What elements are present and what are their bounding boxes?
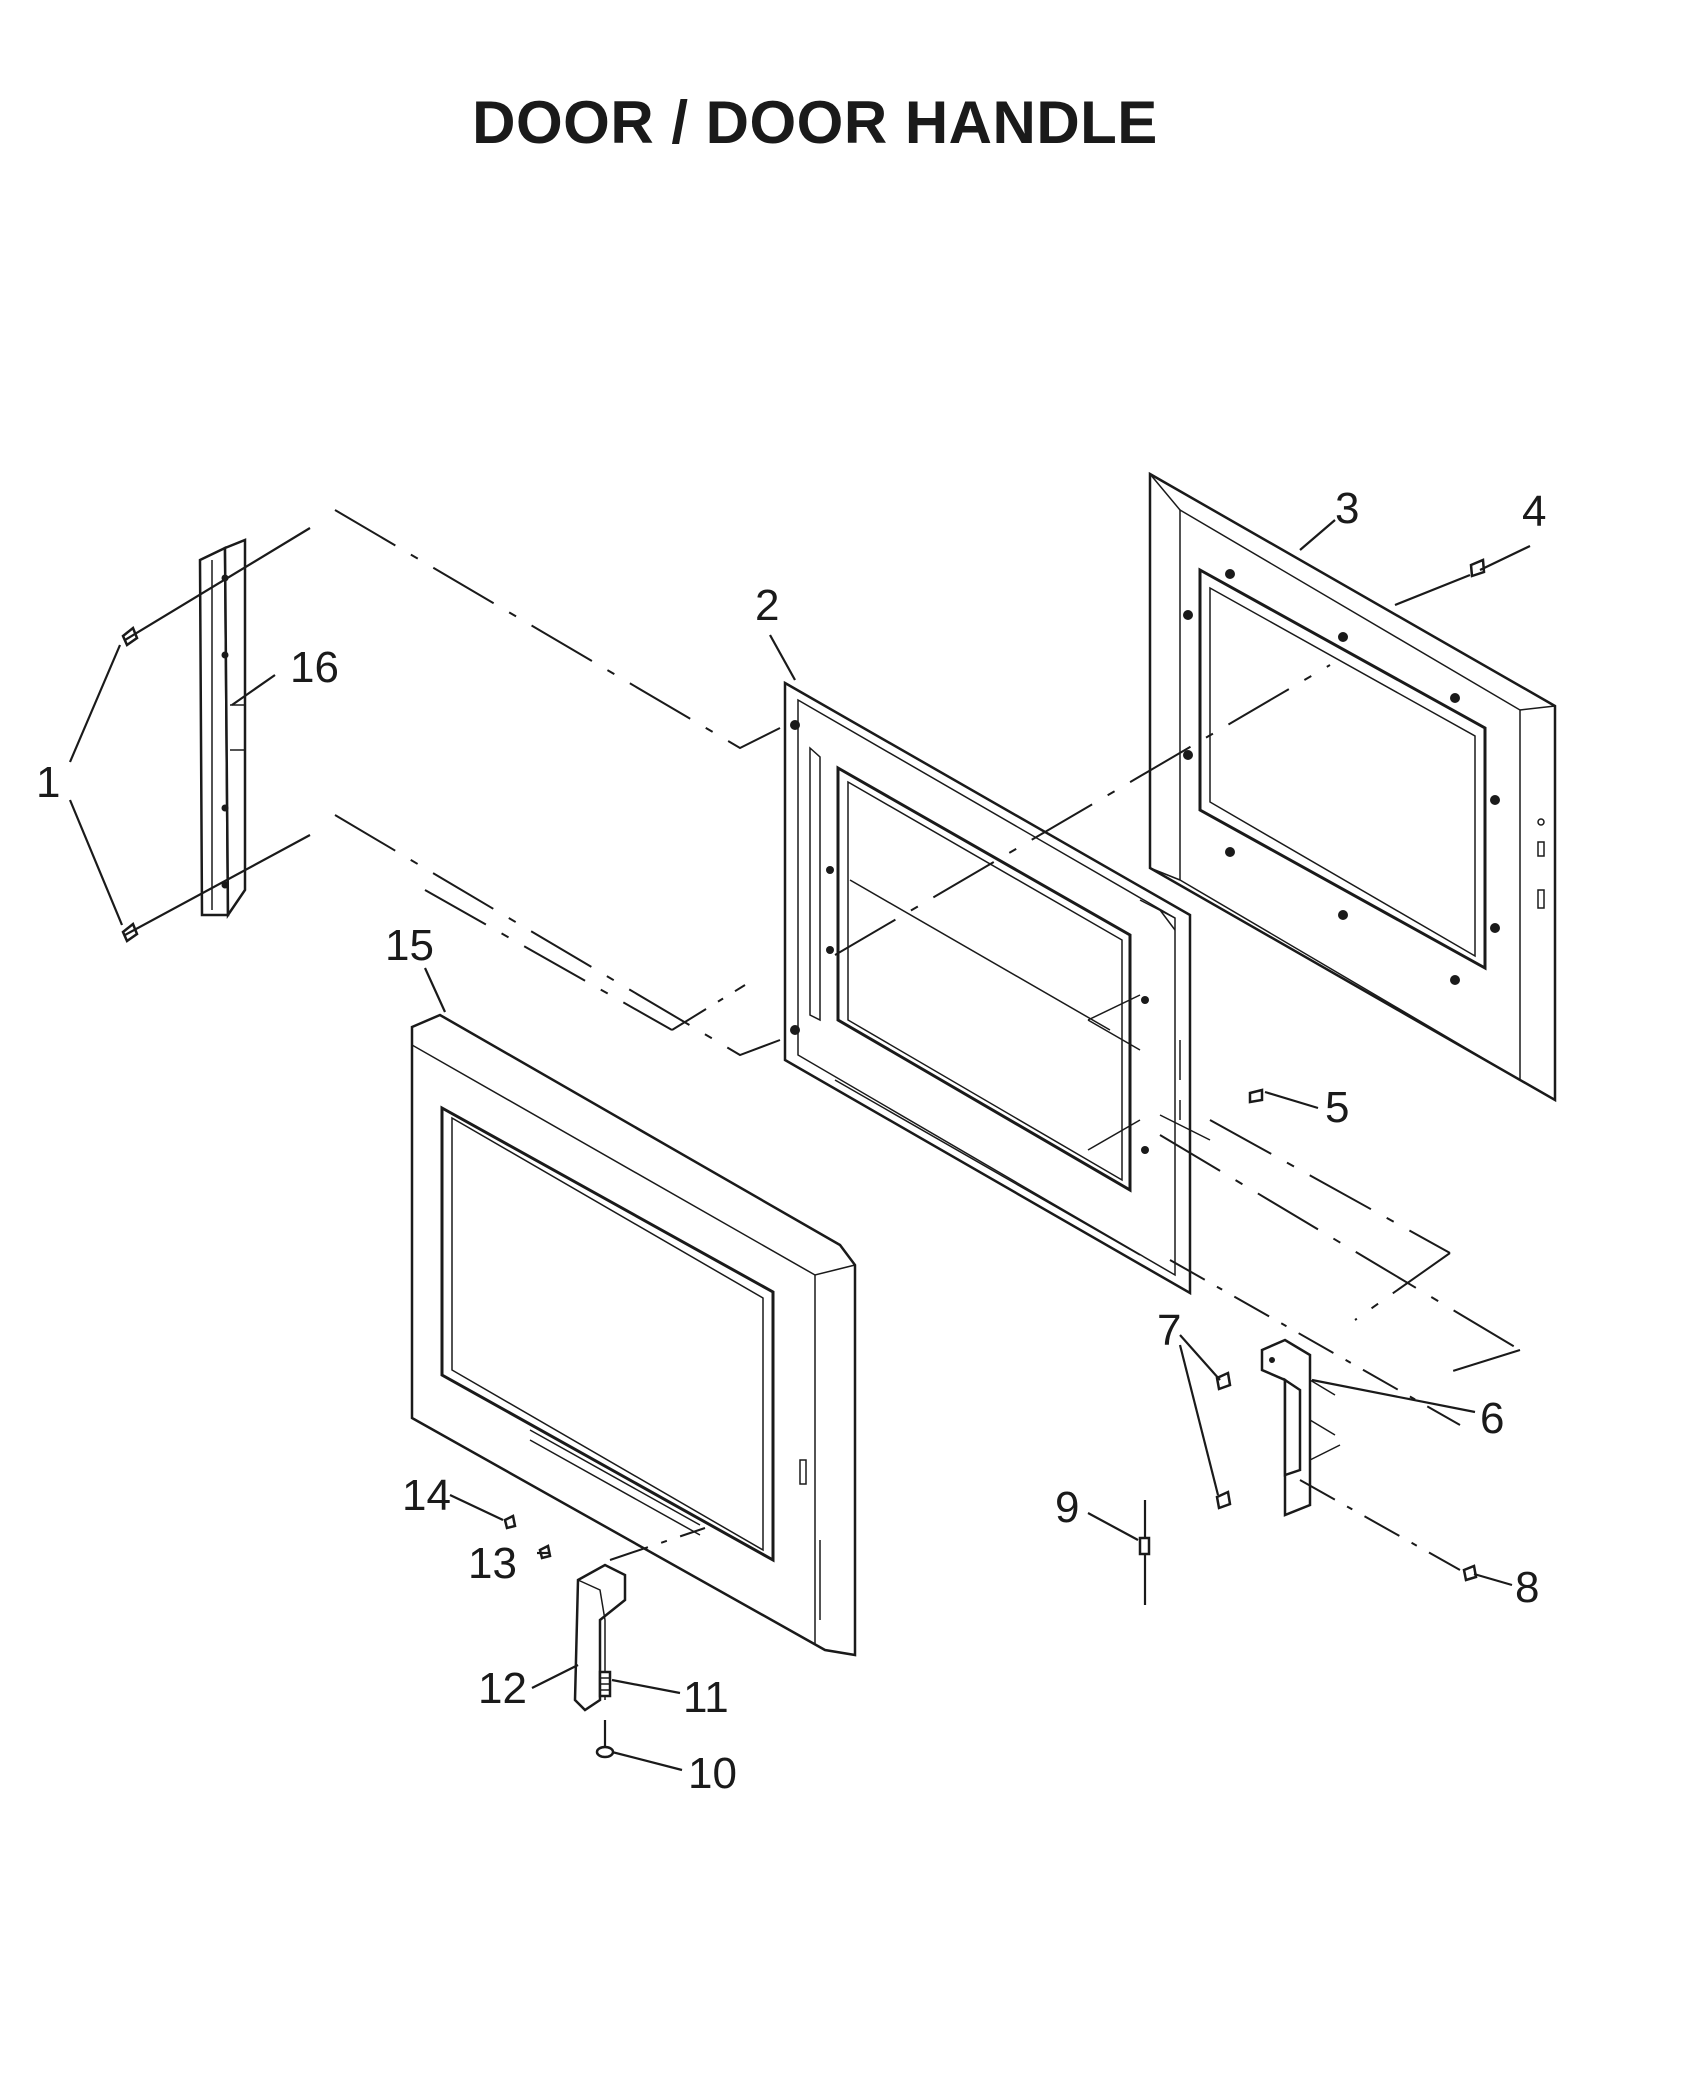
part-3-outer-door-panel <box>1148 471 1557 1103</box>
callout-5: 5 <box>1325 1083 1349 1132</box>
diagram-title: DOOR / DOOR HANDLE <box>472 89 1158 156</box>
part-2-inner-door-frame <box>783 680 1192 1296</box>
callout-15: 15 <box>385 921 434 970</box>
assembly-alignment-lines <box>334 509 1521 1571</box>
callout-16: 16 <box>290 643 339 692</box>
part-15-door-glass-panel <box>410 1013 857 1657</box>
callout-1: 1 <box>36 758 60 807</box>
callout-leader-lines <box>68 519 1531 1772</box>
callout-labels: 1 2 3 4 5 6 7 8 9 10 11 12 13 14 15 16 <box>36 484 1546 1798</box>
callout-4: 4 <box>1522 487 1546 536</box>
part-16-hinge-channel <box>198 538 247 920</box>
callout-11: 11 <box>683 1673 729 1722</box>
callout-12: 12 <box>478 1664 527 1713</box>
callout-9: 9 <box>1055 1483 1079 1532</box>
callout-6: 6 <box>1480 1394 1504 1443</box>
part-12-door-handle <box>573 1563 627 1712</box>
callout-13: 13 <box>468 1539 517 1588</box>
callout-14: 14 <box>402 1471 451 1520</box>
callout-3: 3 <box>1335 484 1359 533</box>
callout-8: 8 <box>1515 1563 1539 1612</box>
callout-10: 10 <box>688 1749 737 1798</box>
callout-7: 7 <box>1157 1306 1181 1355</box>
part-6-hinge-bracket <box>1260 1338 1341 1517</box>
callout-2: 2 <box>755 581 779 630</box>
